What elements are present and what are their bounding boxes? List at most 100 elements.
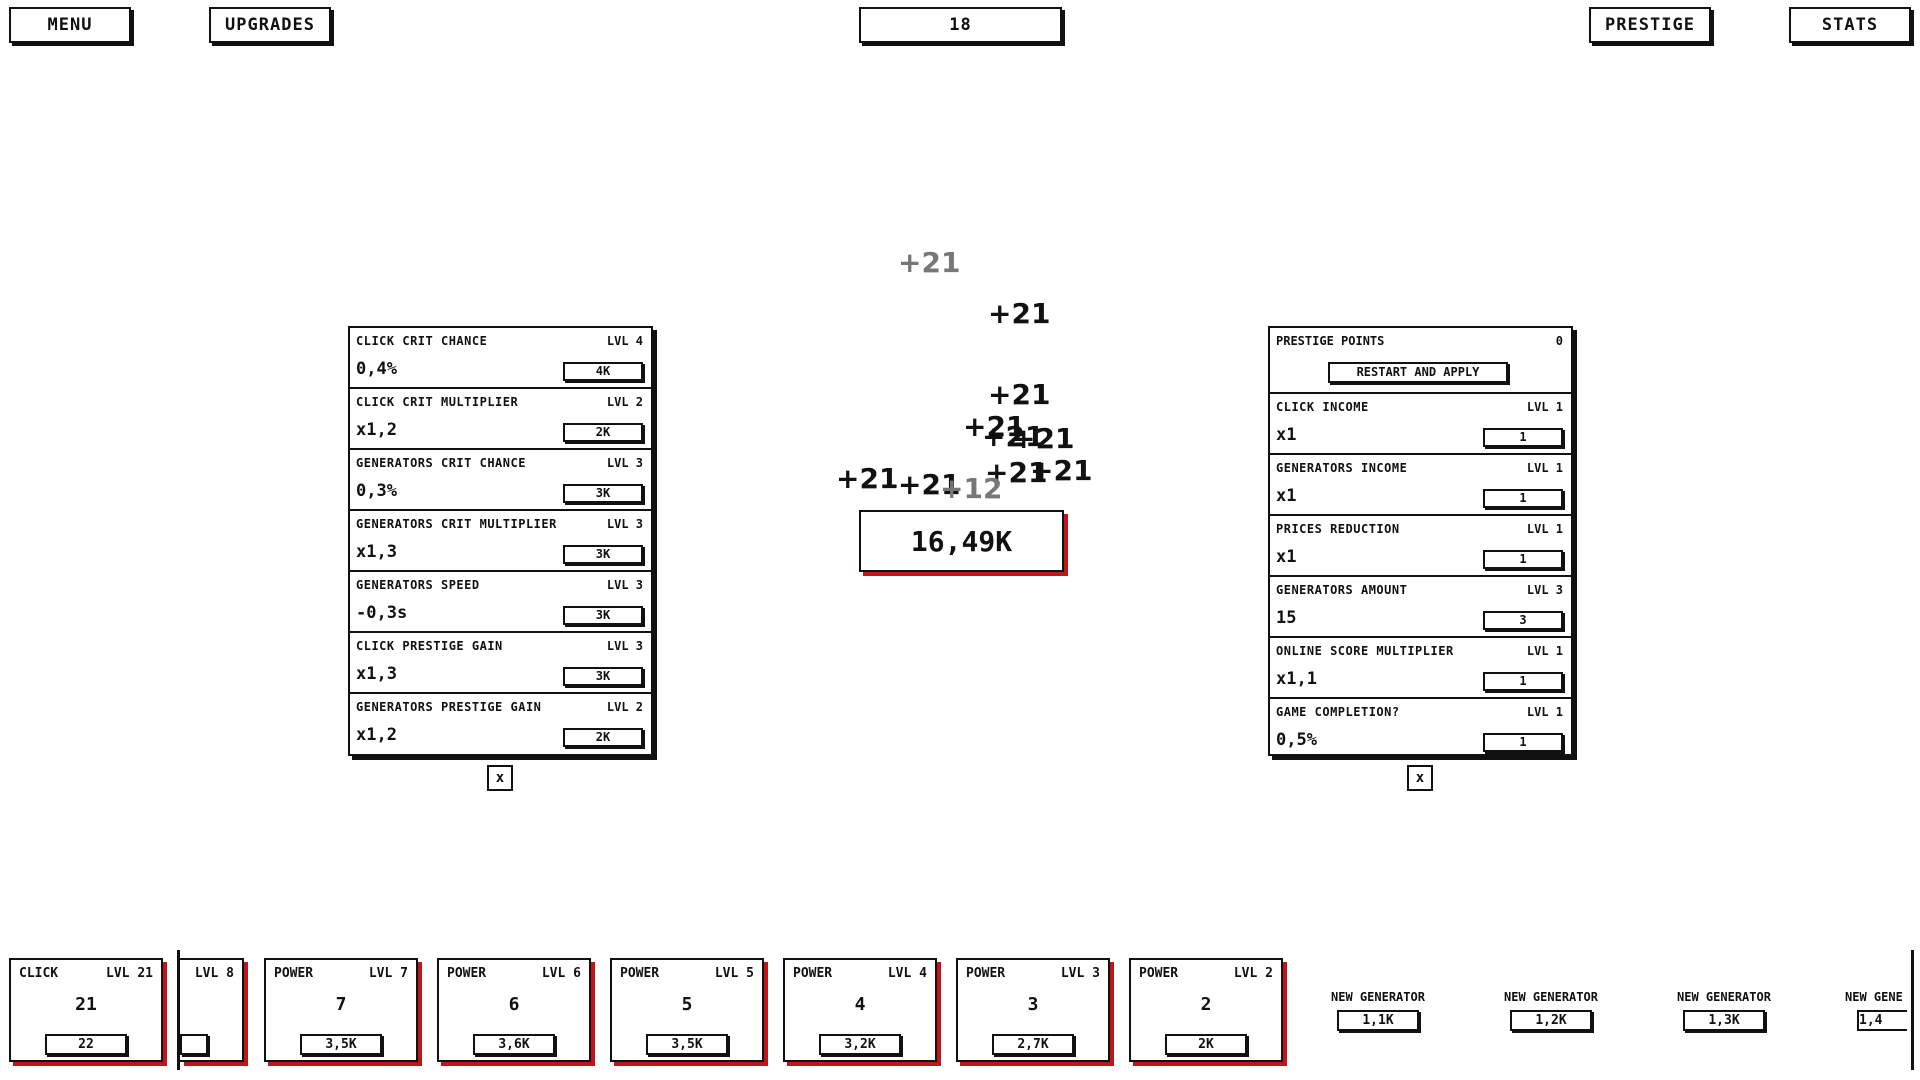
- upgrade-buy-button[interactable]: 3K: [563, 484, 643, 503]
- prestige-upgrade-level: LVL 1: [1526, 522, 1563, 536]
- generator-buy-button[interactable]: 3,5K: [300, 1034, 382, 1055]
- click-popup: +21: [898, 246, 961, 279]
- new-generator-slot: NEW GENERATOR 1,2K: [1491, 990, 1611, 1031]
- prestige-upgrade-level: LVL 1: [1526, 461, 1563, 475]
- generator-power: 7: [335, 994, 347, 1015]
- click-popup: +21: [982, 420, 1045, 453]
- generator-buy-button[interactable]: [180, 1034, 208, 1055]
- stats-button[interactable]: STATS: [1789, 7, 1911, 43]
- new-generator-buy-button[interactable]: 1,1K: [1337, 1010, 1419, 1031]
- power-generator-card[interactable]: POWER LVL 6 6 3,6K: [437, 958, 591, 1062]
- upgrade-value: x1,2: [356, 725, 397, 745]
- scroll-divider: [177, 950, 180, 1070]
- click-popup: +21: [1012, 422, 1075, 455]
- power-generator-card[interactable]: POWER LVL 2 2 2K: [1129, 958, 1283, 1062]
- generator-buy-button[interactable]: 3,2K: [819, 1034, 901, 1055]
- power-generator-card[interactable]: POWER LVL 3 3 2,7K: [956, 958, 1110, 1062]
- power-generator-card[interactable]: POWER LVL 7 7 3,5K: [264, 958, 418, 1062]
- upgrade-name: CLICK CRIT CHANCE: [356, 334, 488, 348]
- new-generator-slot: NEW GENERATOR 1,1K: [1318, 990, 1438, 1031]
- upgrade-name: CLICK PRESTIGE GAIN: [356, 639, 503, 653]
- generator-name: POWER: [447, 966, 487, 981]
- prestige-upgrade-value: x1: [1276, 425, 1297, 445]
- prestige-upgrade-value: x1: [1276, 547, 1297, 567]
- upgrade-buy-button[interactable]: 2K: [563, 728, 643, 747]
- prestige-buy-button[interactable]: 1: [1483, 733, 1563, 752]
- menu-button[interactable]: MENU: [9, 7, 131, 43]
- generator-buy-button[interactable]: 2K: [1165, 1034, 1247, 1055]
- prestige-upgrade-name: CLICK INCOME: [1276, 400, 1369, 414]
- upgrades-panel: CLICK CRIT CHANCE LVL 4 0,4% 4K CLICK CR…: [348, 326, 653, 756]
- generator-buy-button[interactable]: 3,6K: [473, 1034, 555, 1055]
- upgrade-level: LVL 4: [606, 334, 643, 348]
- upgrade-buy-button[interactable]: 3K: [563, 545, 643, 564]
- new-generator-buy-button[interactable]: 1,4: [1857, 1010, 1907, 1031]
- upgrade-buy-button[interactable]: 2K: [563, 423, 643, 442]
- generator-buy-button[interactable]: 3,5K: [646, 1034, 728, 1055]
- new-generator-label: NEW GENERATOR: [1504, 990, 1598, 1004]
- prestige-upgrade-value: 15: [1276, 608, 1297, 628]
- new-generator-buy-button[interactable]: 1,3K: [1683, 1010, 1765, 1031]
- upgrade-name: GENERATORS SPEED: [356, 578, 480, 592]
- prestige-row-generators-income: GENERATORS INCOME LVL 1 x1 1: [1270, 455, 1571, 516]
- prestige-close-button[interactable]: x: [1407, 765, 1433, 791]
- upgrade-name: GENERATORS PRESTIGE GAIN: [356, 700, 542, 714]
- generator-level: LVL 6: [541, 966, 581, 981]
- score-display[interactable]: 16,49K: [859, 510, 1064, 572]
- power-generator-card[interactable]: POWER LVL 4 4 3,2K: [783, 958, 937, 1062]
- prestige-buy-button[interactable]: 3: [1483, 611, 1563, 630]
- prestige-buy-button[interactable]: 1: [1483, 428, 1563, 447]
- prestige-buy-button[interactable]: 1: [1483, 550, 1563, 569]
- upgrade-row-generators-prestige-gain: GENERATORS PRESTIGE GAIN LVL 2 x1,2 2K: [350, 694, 651, 755]
- generator-name: POWER: [966, 966, 1006, 981]
- generator-level: LVL 3: [1060, 966, 1100, 981]
- upgrade-name: GENERATORS CRIT MULTIPLIER: [356, 517, 557, 531]
- prestige-button[interactable]: PRESTIGE: [1589, 7, 1711, 43]
- upgrade-name: GENERATORS CRIT CHANCE: [356, 456, 526, 470]
- upgrades-button[interactable]: UPGRADES: [209, 7, 331, 43]
- click-popup: +21: [985, 456, 1048, 489]
- upgrade-buy-button[interactable]: 4K: [563, 362, 643, 381]
- upgrade-row-generators-speed: GENERATORS SPEED LVL 3 -0,3s 3K: [350, 572, 651, 633]
- generator-card-partial[interactable]: LVL 8: [180, 958, 244, 1062]
- prestige-panel: PRESTIGE POINTS 0 RESTART AND APPLY CLIC…: [1268, 326, 1573, 756]
- prestige-buy-button[interactable]: 1: [1483, 672, 1563, 691]
- upgrade-level: LVL 2: [606, 395, 643, 409]
- prestige-upgrade-value: 0,5%: [1276, 730, 1317, 750]
- prestige-row-generators-amount: GENERATORS AMOUNT LVL 3 15 3: [1270, 577, 1571, 638]
- generator-level: LVL 2: [1233, 966, 1273, 981]
- click-popup: +21: [988, 297, 1051, 330]
- new-generator-buy-button[interactable]: 1,2K: [1510, 1010, 1592, 1031]
- new-generator-label: NEW GENERATOR: [1331, 990, 1425, 1004]
- upgrade-row-click-crit-multiplier: CLICK CRIT MULTIPLIER LVL 2 x1,2 2K: [350, 389, 651, 450]
- prestige-upgrade-value: x1,1: [1276, 669, 1317, 689]
- counter-display: 18: [859, 7, 1062, 43]
- upgrade-buy-button[interactable]: 3K: [563, 606, 643, 625]
- generator-name: POWER: [620, 966, 660, 981]
- generator-power: 6: [508, 994, 520, 1015]
- generator-power: 3: [1027, 994, 1039, 1015]
- generator-power: 5: [681, 994, 693, 1015]
- upgrades-close-button[interactable]: x: [487, 765, 513, 791]
- upgrade-buy-button[interactable]: 3K: [563, 667, 643, 686]
- click-popup: +21: [963, 410, 1026, 443]
- generator-name: CLICK: [19, 966, 59, 981]
- click-generator-card[interactable]: CLICK LVL 21 21 22: [9, 958, 163, 1062]
- upgrade-level: LVL 3: [606, 639, 643, 653]
- generator-buy-button[interactable]: 22: [45, 1034, 127, 1055]
- generator-name: POWER: [274, 966, 314, 981]
- power-generator-card[interactable]: POWER LVL 5 5 3,5K: [610, 958, 764, 1062]
- restart-and-apply-button[interactable]: RESTART AND APPLY: [1328, 362, 1508, 383]
- prestige-buy-button[interactable]: 1: [1483, 489, 1563, 508]
- prestige-points-label: PRESTIGE POINTS: [1276, 334, 1385, 348]
- generator-level: LVL 4: [887, 966, 927, 981]
- prestige-upgrade-level: LVL 3: [1526, 583, 1563, 597]
- prestige-upgrade-name: GENERATORS AMOUNT: [1276, 583, 1408, 597]
- upgrade-row-generators-crit-multiplier: GENERATORS CRIT MULTIPLIER LVL 3 x1,3 3K: [350, 511, 651, 572]
- new-generator-slot: NEW GENERATOR 1,3K: [1664, 990, 1784, 1031]
- generator-buy-button[interactable]: 2,7K: [992, 1034, 1074, 1055]
- scroll-edge: [1911, 950, 1914, 1070]
- new-generator-label: NEW GENE: [1845, 990, 1903, 1004]
- prestige-upgrade-name: GAME COMPLETION?: [1276, 705, 1400, 719]
- generator-level: LVL 8: [194, 966, 234, 981]
